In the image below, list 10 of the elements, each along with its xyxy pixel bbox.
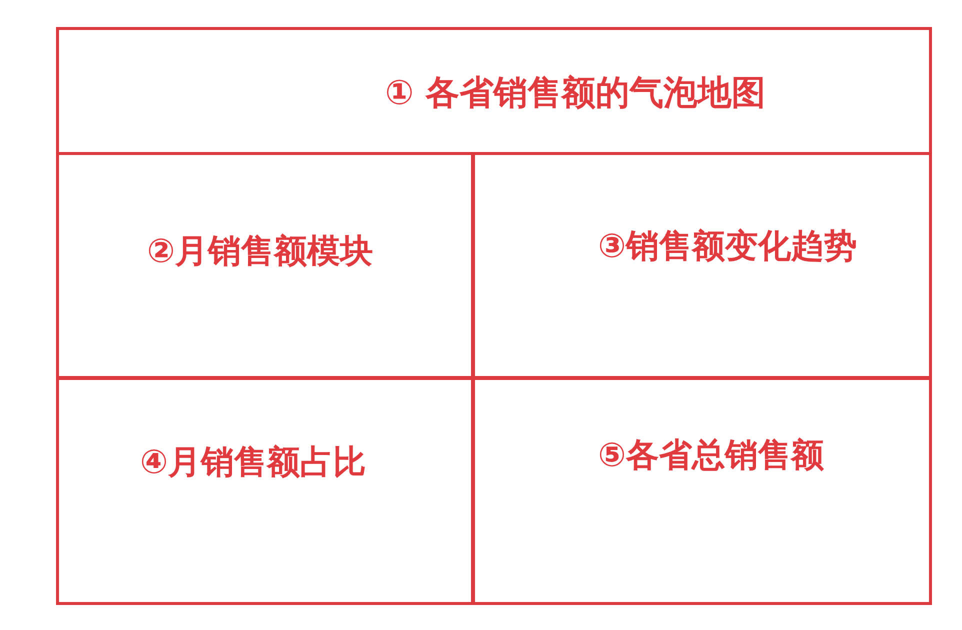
panel-label: ②月销售额模块 [147, 231, 373, 271]
layout-panel [471, 376, 932, 605]
layout-panel [56, 152, 475, 380]
layout-panel [56, 376, 475, 605]
panel-label: ⑤各省总销售额 [598, 435, 824, 475]
panel-label: ① 各省销售额的气泡地图 [385, 73, 766, 114]
layout-panel [471, 152, 932, 380]
panel-label: ③销售额变化趋势 [598, 226, 857, 266]
layout-panel [56, 27, 932, 155]
panel-label: ④月销售额占比 [140, 442, 366, 482]
